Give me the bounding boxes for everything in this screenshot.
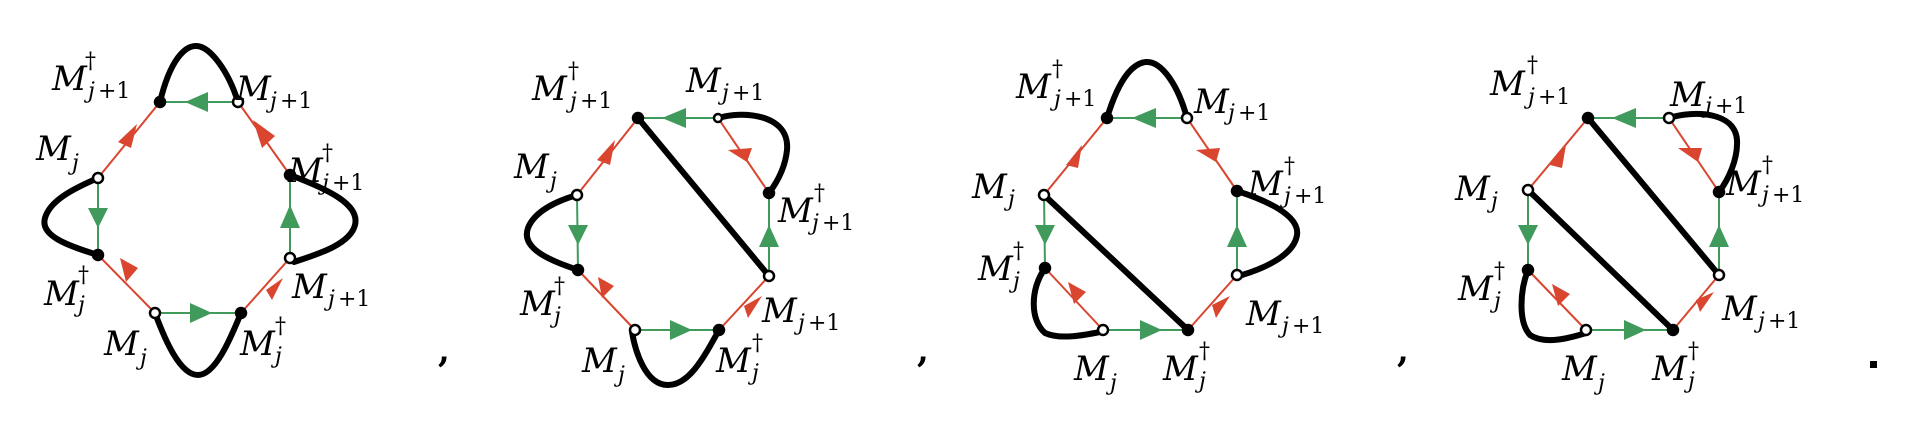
svg-text:M: M	[685, 61, 722, 101]
svg-text:†: †	[554, 274, 565, 299]
svg-text:+1: +1	[1768, 309, 1800, 334]
svg-text:†: †	[1052, 57, 1063, 82]
svg-text:+1: +1	[1064, 87, 1096, 112]
svg-text:M: M	[35, 129, 72, 169]
svg-text:†: †	[1284, 154, 1295, 179]
svg-text:+1: +1	[1238, 101, 1270, 126]
svg-text:M: M	[287, 151, 324, 191]
svg-text:+1: +1	[1292, 314, 1324, 339]
svg-text:+1: +1	[1772, 183, 1804, 208]
svg-text:M: M	[103, 324, 140, 364]
svg-text:M: M	[1489, 64, 1526, 104]
svg-text:†: †	[85, 49, 96, 74]
svg-text:M: M	[291, 267, 328, 307]
svg-text:M: M	[761, 291, 798, 331]
svg-text:+1: +1	[732, 81, 764, 106]
svg-text:†: †	[568, 59, 579, 84]
svg-text:†: †	[1013, 239, 1024, 264]
svg-text:M: M	[531, 69, 568, 109]
svg-text:†: †	[752, 331, 763, 356]
separator-1: ,	[438, 331, 450, 371]
svg-text:†: †	[1199, 339, 1210, 364]
svg-text:M: M	[1162, 349, 1199, 389]
svg-text:M: M	[777, 191, 814, 231]
svg-text:M: M	[1669, 75, 1706, 115]
svg-text:+1: +1	[580, 89, 612, 114]
svg-text:M: M	[43, 274, 80, 314]
svg-text:+1: +1	[332, 171, 364, 196]
svg-text:+1: +1	[1715, 94, 1747, 119]
svg-text:†: †	[78, 263, 89, 288]
svg-text:M: M	[1245, 294, 1282, 334]
svg-text:†: †	[1688, 339, 1699, 364]
svg-text:+1: +1	[98, 79, 130, 104]
svg-text:+1: +1	[1294, 184, 1326, 209]
svg-text:M: M	[977, 249, 1014, 289]
svg-text:M: M	[1725, 164, 1762, 204]
svg-text:†: †	[814, 181, 825, 206]
svg-text:M: M	[235, 69, 272, 109]
svg-text:M: M	[1073, 349, 1110, 389]
svg-text:M: M	[239, 324, 276, 364]
svg-text:†: †	[1527, 53, 1538, 78]
svg-text:M: M	[971, 167, 1008, 207]
svg-text:M: M	[51, 59, 88, 99]
svg-text:+1: +1	[808, 311, 840, 336]
svg-text:+1: +1	[1538, 85, 1570, 110]
svg-text:†: †	[1494, 259, 1505, 284]
svg-text:M: M	[1651, 349, 1688, 389]
svg-text:+1: +1	[280, 89, 312, 114]
svg-text:M: M	[1015, 67, 1052, 107]
separator-3: ,	[1397, 331, 1409, 371]
svg-text:†: †	[1762, 153, 1773, 178]
svg-text:M: M	[513, 147, 550, 187]
svg-text:M: M	[519, 284, 556, 324]
svg-text:M: M	[1561, 349, 1598, 389]
svg-text:M: M	[1193, 82, 1230, 122]
separator-2: ,	[917, 331, 929, 371]
svg-text:†: †	[322, 141, 333, 166]
svg-text:M: M	[1454, 169, 1491, 209]
svg-text:M: M	[1247, 164, 1284, 204]
svg-text:+1: +1	[338, 287, 370, 312]
svg-text:M: M	[715, 341, 752, 381]
terminal-period	[1870, 361, 1877, 368]
svg-text:M: M	[1457, 269, 1494, 309]
svg-text:+1: +1	[822, 211, 854, 236]
svg-text:†: †	[275, 314, 286, 339]
svg-text:M: M	[1721, 289, 1758, 329]
svg-text:M: M	[581, 341, 618, 381]
